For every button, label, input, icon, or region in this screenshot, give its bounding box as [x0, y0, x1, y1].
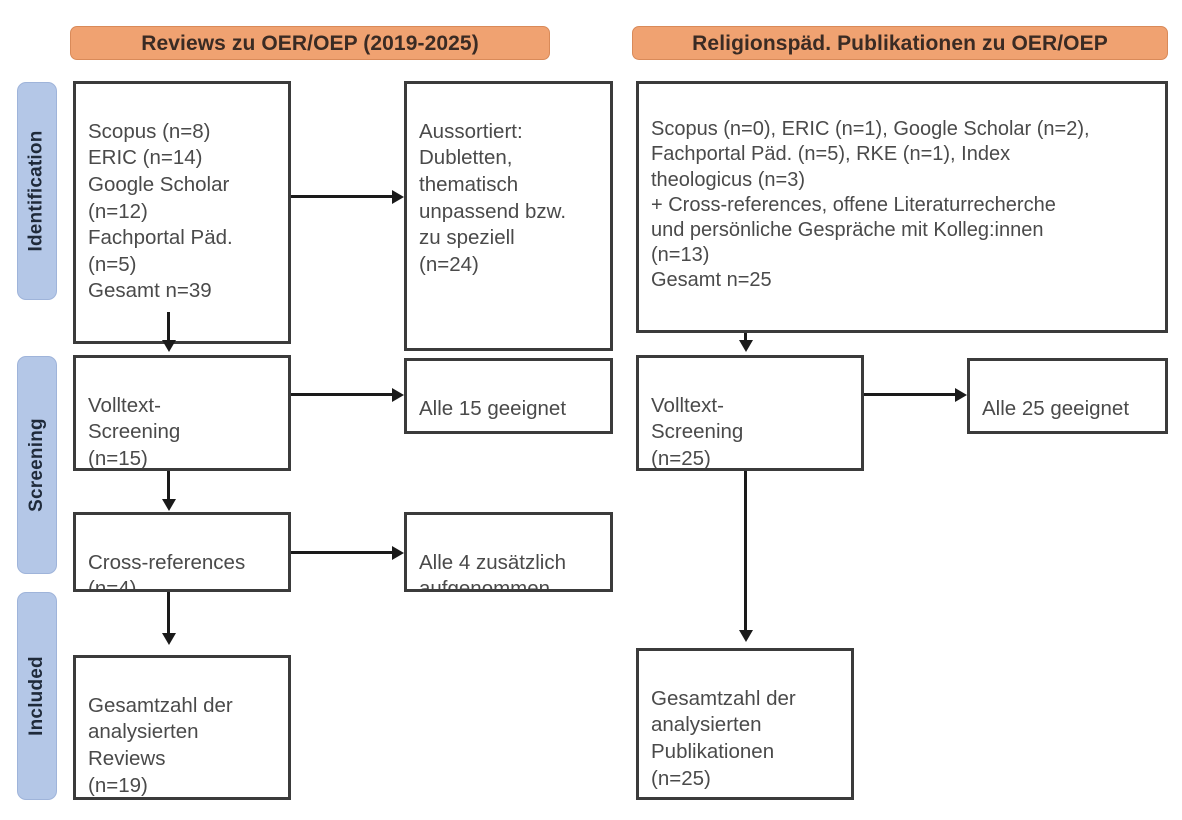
box-right-included-total: Gesamtzahl der analysierten Publikatione… — [636, 648, 854, 800]
box-left-identification-sources-text: Scopus (n=8) ERIC (n=14) Google Scholar … — [88, 119, 233, 303]
column-header-right-label: Religionspäd. Publikationen zu OER/OEP — [692, 31, 1108, 55]
box-right-fulltext-screening-text: Volltext- Screening (n=25) — [651, 393, 744, 470]
stage-pill-screening: Screening — [17, 356, 57, 574]
box-left-crossrefs: Cross-references (n=4) — [73, 512, 291, 592]
stage-label-included: Included — [26, 656, 47, 736]
box-left-fulltext-screening-text: Volltext- Screening (n=15) — [88, 393, 181, 470]
connector-right-fulltext-to-result — [864, 393, 957, 396]
box-left-crossrefs-result: Alle 4 zusätzlich aufgenommen — [404, 512, 613, 592]
box-left-included-total: Gesamtzahl der analysierten Reviews (n=1… — [73, 655, 291, 800]
box-left-fulltext-result: Alle 15 geeignet — [404, 358, 613, 434]
stage-pill-included: Included — [17, 592, 57, 800]
connector-left-fulltext-to-crossrefs — [167, 471, 170, 501]
arrowhead-left-fulltext-to-result — [392, 388, 404, 402]
box-left-fulltext-screening: Volltext- Screening (n=15) — [73, 355, 291, 471]
arrowhead-right-fulltext-to-included — [739, 630, 753, 642]
box-right-identification-sources: Scopus (n=0), ERIC (n=1), Google Scholar… — [636, 81, 1168, 333]
stage-label-identification: Identification — [26, 130, 47, 252]
box-right-identification-sources-text: Scopus (n=0), ERIC (n=1), Google Scholar… — [651, 118, 1090, 292]
box-left-excluded-text: Aussortiert: Dubletten, thematisch unpas… — [419, 119, 567, 276]
connector-left-crossrefs-to-result — [291, 551, 394, 554]
box-right-fulltext-result: Alle 25 geeignet — [967, 358, 1168, 434]
arrowhead-left-id-down — [162, 340, 176, 352]
column-header-left: Reviews zu OER/OEP (2019-2025) — [70, 26, 550, 60]
connector-left-fulltext-to-result — [291, 393, 394, 396]
arrowhead-left-fulltext-to-crossrefs — [162, 499, 176, 511]
box-left-included-total-text: Gesamtzahl der analysierten Reviews (n=1… — [88, 693, 233, 797]
connector-left-identification-to-excluded — [291, 195, 394, 198]
stage-label-screening: Screening — [26, 418, 48, 512]
arrowhead-left-crossrefs-to-included — [162, 633, 176, 645]
connector-left-crossrefs-to-included — [167, 592, 170, 635]
box-left-identification-sources: Scopus (n=8) ERIC (n=14) Google Scholar … — [73, 81, 291, 344]
box-left-crossrefs-text: Cross-references (n=4) — [88, 550, 246, 592]
box-right-included-total-text: Gesamtzahl der analysierten Publikatione… — [651, 686, 796, 790]
stage-pill-identification: Identification — [17, 82, 57, 300]
box-left-crossrefs-result-text: Alle 4 zusätzlich aufgenommen — [419, 550, 566, 592]
column-header-left-label: Reviews zu OER/OEP (2019-2025) — [141, 31, 479, 55]
connector-right-fulltext-to-included — [744, 471, 747, 633]
box-left-fulltext-result-text: Alle 15 geeignet — [419, 396, 567, 420]
arrowhead-right-identification-to-fulltext — [739, 340, 753, 352]
arrowhead-left-crossrefs-to-result — [392, 546, 404, 560]
box-left-excluded: Aussortiert: Dubletten, thematisch unpas… — [404, 81, 613, 351]
box-right-fulltext-screening: Volltext- Screening (n=25) — [636, 355, 864, 471]
box-right-fulltext-result-text: Alle 25 geeignet — [982, 396, 1130, 420]
arrowhead-right-fulltext-to-result — [955, 388, 967, 402]
connector-left-id-down — [167, 312, 170, 342]
column-header-right: Religionspäd. Publikationen zu OER/OEP — [632, 26, 1168, 60]
connector-right-identification-to-fulltext — [744, 333, 747, 343]
arrowhead-left-identification-to-excluded — [392, 190, 404, 204]
